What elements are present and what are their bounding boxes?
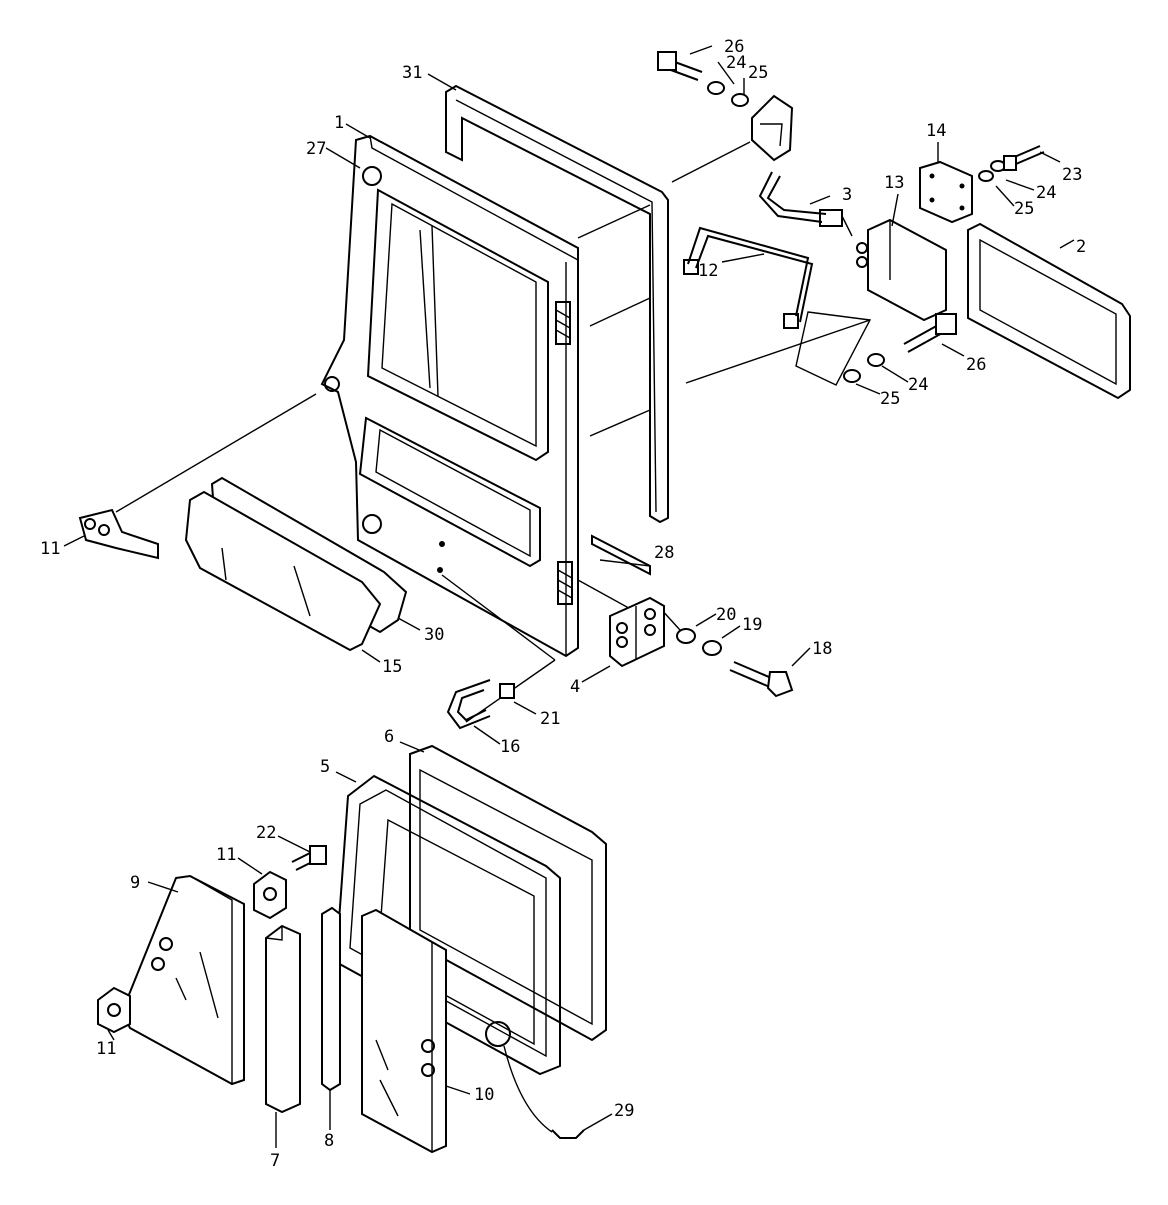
part-2-window-seal xyxy=(967,222,1131,400)
callout-8: 8 xyxy=(324,1131,334,1151)
callout-5: 5 xyxy=(320,757,330,777)
part-28-seal-strip xyxy=(591,534,651,576)
callout-11-bottom: 11 xyxy=(96,1039,116,1059)
callout-27: 27 xyxy=(306,139,326,159)
callout-24-top: 24 xyxy=(726,53,746,73)
callout-13: 11 xyxy=(40,539,60,559)
part-3-latch-rod xyxy=(758,171,853,237)
callout-28: 28 xyxy=(654,543,674,563)
bolt-18 xyxy=(676,628,794,698)
part-13-striker xyxy=(78,508,159,560)
callout-20: 20 xyxy=(716,605,736,625)
callout-26-right: 26 xyxy=(966,355,986,375)
part-12-rod xyxy=(683,226,814,329)
callout-3: 3 xyxy=(842,185,852,205)
handle-assembly xyxy=(657,51,794,162)
callout-4: 4 xyxy=(570,677,580,697)
callout-10: 10 xyxy=(474,1085,494,1105)
callout-19: 19 xyxy=(742,615,762,635)
callout-22: 21 xyxy=(540,709,560,729)
part-17-u-bolt xyxy=(446,679,515,730)
part-1-door-body xyxy=(320,134,579,658)
callout-labels: 31 1 27 26 24 25 3 14 13 23 24 25 2 12 2… xyxy=(40,37,1086,1171)
part-7-strip xyxy=(265,924,301,1114)
callout-18: 18 xyxy=(812,639,832,659)
callout-16: 15 xyxy=(382,657,402,677)
bolt-26-right xyxy=(843,313,957,383)
callout-15: 14 xyxy=(926,121,946,141)
callout-23: 23 xyxy=(1062,165,1082,185)
callout-29: 29 xyxy=(614,1101,634,1121)
part-31-frame-seal xyxy=(445,84,669,524)
part-11-clamps xyxy=(97,845,327,1034)
callout-25-top: 25 xyxy=(748,63,768,83)
callout-25-right: 25 xyxy=(1014,199,1034,219)
callout-25-lower: 25 xyxy=(880,389,900,409)
callout-14: 13 xyxy=(884,173,904,193)
callout-31: 31 xyxy=(402,63,422,83)
part-9-side-glass xyxy=(120,874,245,1086)
callout-30: 30 xyxy=(424,625,444,645)
part-14-bracket xyxy=(856,218,947,322)
part-16-glass xyxy=(184,490,382,652)
callout-17: 16 xyxy=(500,737,520,757)
leader-lines xyxy=(63,45,1075,1148)
callout-24-right: 24 xyxy=(1036,183,1056,203)
callout-9: 9 xyxy=(130,873,140,893)
callout-21: 22 xyxy=(256,823,276,843)
callout-24-lower: 24 xyxy=(908,375,928,395)
callout-1: 1 xyxy=(334,113,344,133)
part-29-clip xyxy=(503,1045,585,1139)
callout-12: 12 xyxy=(698,261,718,281)
callout-2: 2 xyxy=(1076,237,1086,257)
part-8-strip xyxy=(321,906,341,1092)
callout-26-top: 26 xyxy=(724,37,744,57)
callout-11-top: 11 xyxy=(216,845,236,865)
callout-6: 6 xyxy=(384,727,394,747)
callout-7: 7 xyxy=(270,1151,280,1171)
part-10-lower-glass xyxy=(361,908,447,1154)
part-4-hinge xyxy=(609,596,665,668)
part-15-plate xyxy=(919,145,1045,224)
